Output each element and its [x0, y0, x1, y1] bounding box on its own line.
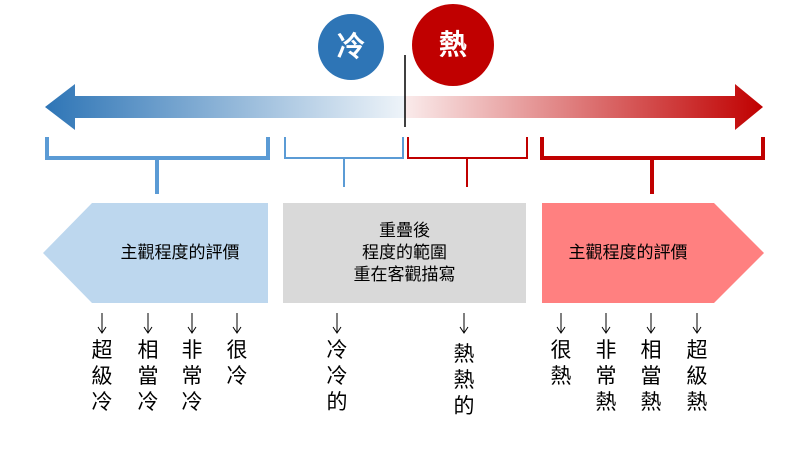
down-arrows [97, 313, 702, 334]
left-box-line: 主觀程度的評價 [120, 243, 240, 263]
word-quite-hot: 相當熱 [640, 338, 662, 414]
middle-box-line: 重在客觀描寫 [353, 265, 456, 285]
word-super-hot: 超級熱 [686, 338, 708, 414]
bracket-cold-strong [45, 137, 270, 194]
bracket-hot-mild [407, 137, 528, 187]
down-arrow [232, 313, 242, 334]
word-very-hot: 非常熱 [595, 338, 617, 414]
right-box [542, 203, 764, 303]
down-arrow [143, 313, 153, 334]
middle-box-text: 重疊後 程度的範圍 重在客觀描寫 [283, 203, 526, 303]
down-arrow [601, 313, 611, 334]
hot-circle [412, 4, 494, 86]
bracket-hot-strong [540, 137, 765, 194]
hot-arrow [405, 84, 763, 130]
bracket-cold-mild [284, 137, 404, 187]
down-arrow [459, 313, 469, 334]
left-box-text: 主觀程度的評價 [92, 203, 268, 303]
down-arrow [692, 313, 702, 334]
word-hotish: 熱熱的 [453, 342, 475, 418]
cold-circle-label: 冷 [336, 30, 365, 63]
word-coldish: 冷冷的 [326, 338, 348, 414]
cold-arrow [45, 84, 405, 130]
hot-circle-label: 熱 [438, 28, 467, 61]
middle-box [283, 203, 526, 303]
down-arrow [332, 313, 342, 334]
right-box-text: 主觀程度的評價 [542, 203, 714, 303]
down-arrow [646, 313, 656, 334]
down-arrow [97, 313, 107, 334]
down-arrow [187, 313, 197, 334]
middle-box-line: 程度的範圍 [362, 243, 447, 263]
word-cold: 很冷 [226, 338, 248, 388]
word-hot: 很熱 [550, 338, 572, 388]
left-box [43, 203, 268, 303]
word-very-cold: 非常冷 [181, 338, 203, 414]
word-quite-cold: 相當冷 [137, 338, 159, 414]
right-box-line: 主觀程度的評價 [568, 243, 688, 263]
down-arrow [556, 313, 566, 334]
cold-circle [318, 14, 384, 80]
word-super-cold: 超級冷 [91, 338, 113, 414]
middle-box-line: 重疊後 [379, 221, 430, 241]
